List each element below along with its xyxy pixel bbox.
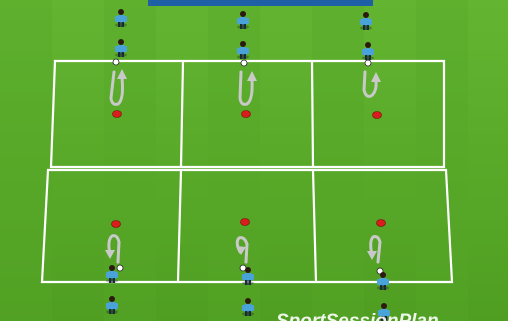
grass-stripe [0, 0, 52, 321]
cone [241, 219, 250, 226]
watermark-text: SportSessionPlan [276, 311, 439, 321]
ball [117, 265, 123, 271]
grass-stripe [208, 0, 260, 321]
grass-stripe [312, 0, 364, 321]
cone [242, 111, 251, 118]
top-banner [148, 0, 373, 6]
ball [241, 60, 247, 66]
ball [113, 59, 119, 65]
cone [113, 111, 122, 118]
ball [365, 60, 371, 66]
grid-top-divider-2 [312, 61, 313, 167]
cone [112, 221, 121, 228]
grass-stripe [416, 0, 468, 321]
cone [373, 112, 382, 119]
cone [377, 220, 386, 227]
